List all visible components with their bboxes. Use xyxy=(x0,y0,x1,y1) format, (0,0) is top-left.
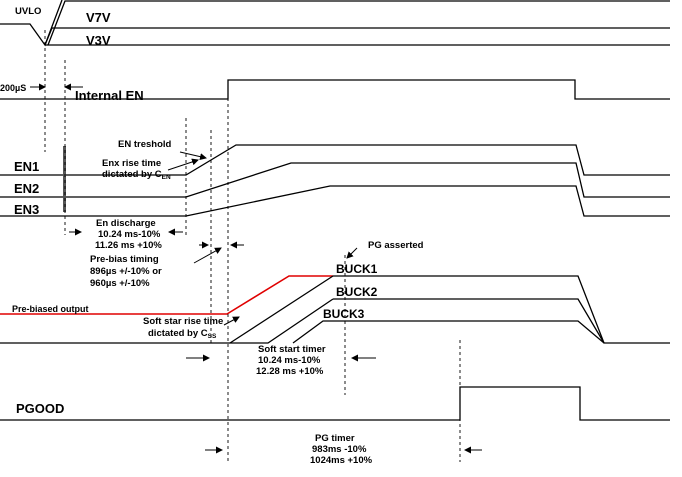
prebias-label-1: Pre-bias timing xyxy=(90,254,159,265)
pg-timer-label-3: 1024ms +10% xyxy=(310,455,373,466)
pg-timer-label-1: PG timer xyxy=(315,433,355,444)
en1-signal xyxy=(0,144,670,176)
softstart-rise-label-1: Soft star rise time xyxy=(143,316,223,327)
leader-pg-asserted xyxy=(346,247,358,259)
en-discharge-label-2: 10.24 ms-10% xyxy=(98,229,161,240)
delay-200us-label: 200µS xyxy=(0,83,26,93)
buck3-label: BUCK3 xyxy=(323,307,365,321)
en1-label: EN1 xyxy=(14,159,39,174)
en3-signal xyxy=(0,185,670,217)
prebiased-output-signal xyxy=(0,275,333,315)
buck3-signal xyxy=(0,298,670,344)
softstart-timer-label-2: 10.24 ms-10% xyxy=(258,355,321,366)
en-discharge-label-1: En discharge xyxy=(96,218,156,229)
v7v-signal xyxy=(47,0,670,46)
internal-en-signal xyxy=(0,79,670,100)
uvlo-signal xyxy=(0,0,63,47)
internal-en-label: Internal EN xyxy=(75,88,144,103)
pg-timer-label-2: 983ms -10% xyxy=(312,444,367,455)
buck1-label: BUCK1 xyxy=(336,262,378,276)
softstart-timer-label-1: Soft start timer xyxy=(258,344,326,355)
en-discharge-pulse xyxy=(63,146,66,212)
buck1-signal xyxy=(333,275,605,344)
en-discharge-label-3: 11.26 ms +10% xyxy=(95,240,162,251)
v7v-rail-2 xyxy=(44,27,670,46)
enx-rise-label-1: Enx rise time xyxy=(102,158,161,169)
enx-rise-label-2: dictated by CEN xyxy=(102,169,171,181)
prebias-label-2: 896µs +/-10% or xyxy=(90,266,162,277)
pg-asserted-label: PG asserted xyxy=(368,240,424,251)
buck2-signal xyxy=(229,275,605,344)
en2-label: EN2 xyxy=(14,181,39,196)
buck2-label: BUCK2 xyxy=(336,285,378,299)
en2-signal xyxy=(0,162,670,198)
leader-softstart-rise xyxy=(223,316,240,326)
en-threshold-label: EN treshold xyxy=(118,139,172,150)
v3v-label: V3V xyxy=(86,33,111,48)
softstart-rise-label-2: dictated by CSS xyxy=(148,328,217,340)
uvlo-label: UVLO xyxy=(15,6,41,17)
pgood-signal xyxy=(0,386,670,421)
softstart-timer-label-3: 12.28 ms +10% xyxy=(256,366,324,377)
prebiased-output-label: Pre-biased output xyxy=(12,304,89,314)
prebias-label-3: 960µs +/-10% xyxy=(90,278,150,289)
leader-en-threshold xyxy=(179,151,207,161)
pgood-label: PGOOD xyxy=(16,401,64,416)
v7v-label: V7V xyxy=(86,10,111,25)
en3-label: EN3 xyxy=(14,202,39,217)
leader-prebias xyxy=(193,247,222,264)
leader-enx-rise xyxy=(167,158,199,171)
